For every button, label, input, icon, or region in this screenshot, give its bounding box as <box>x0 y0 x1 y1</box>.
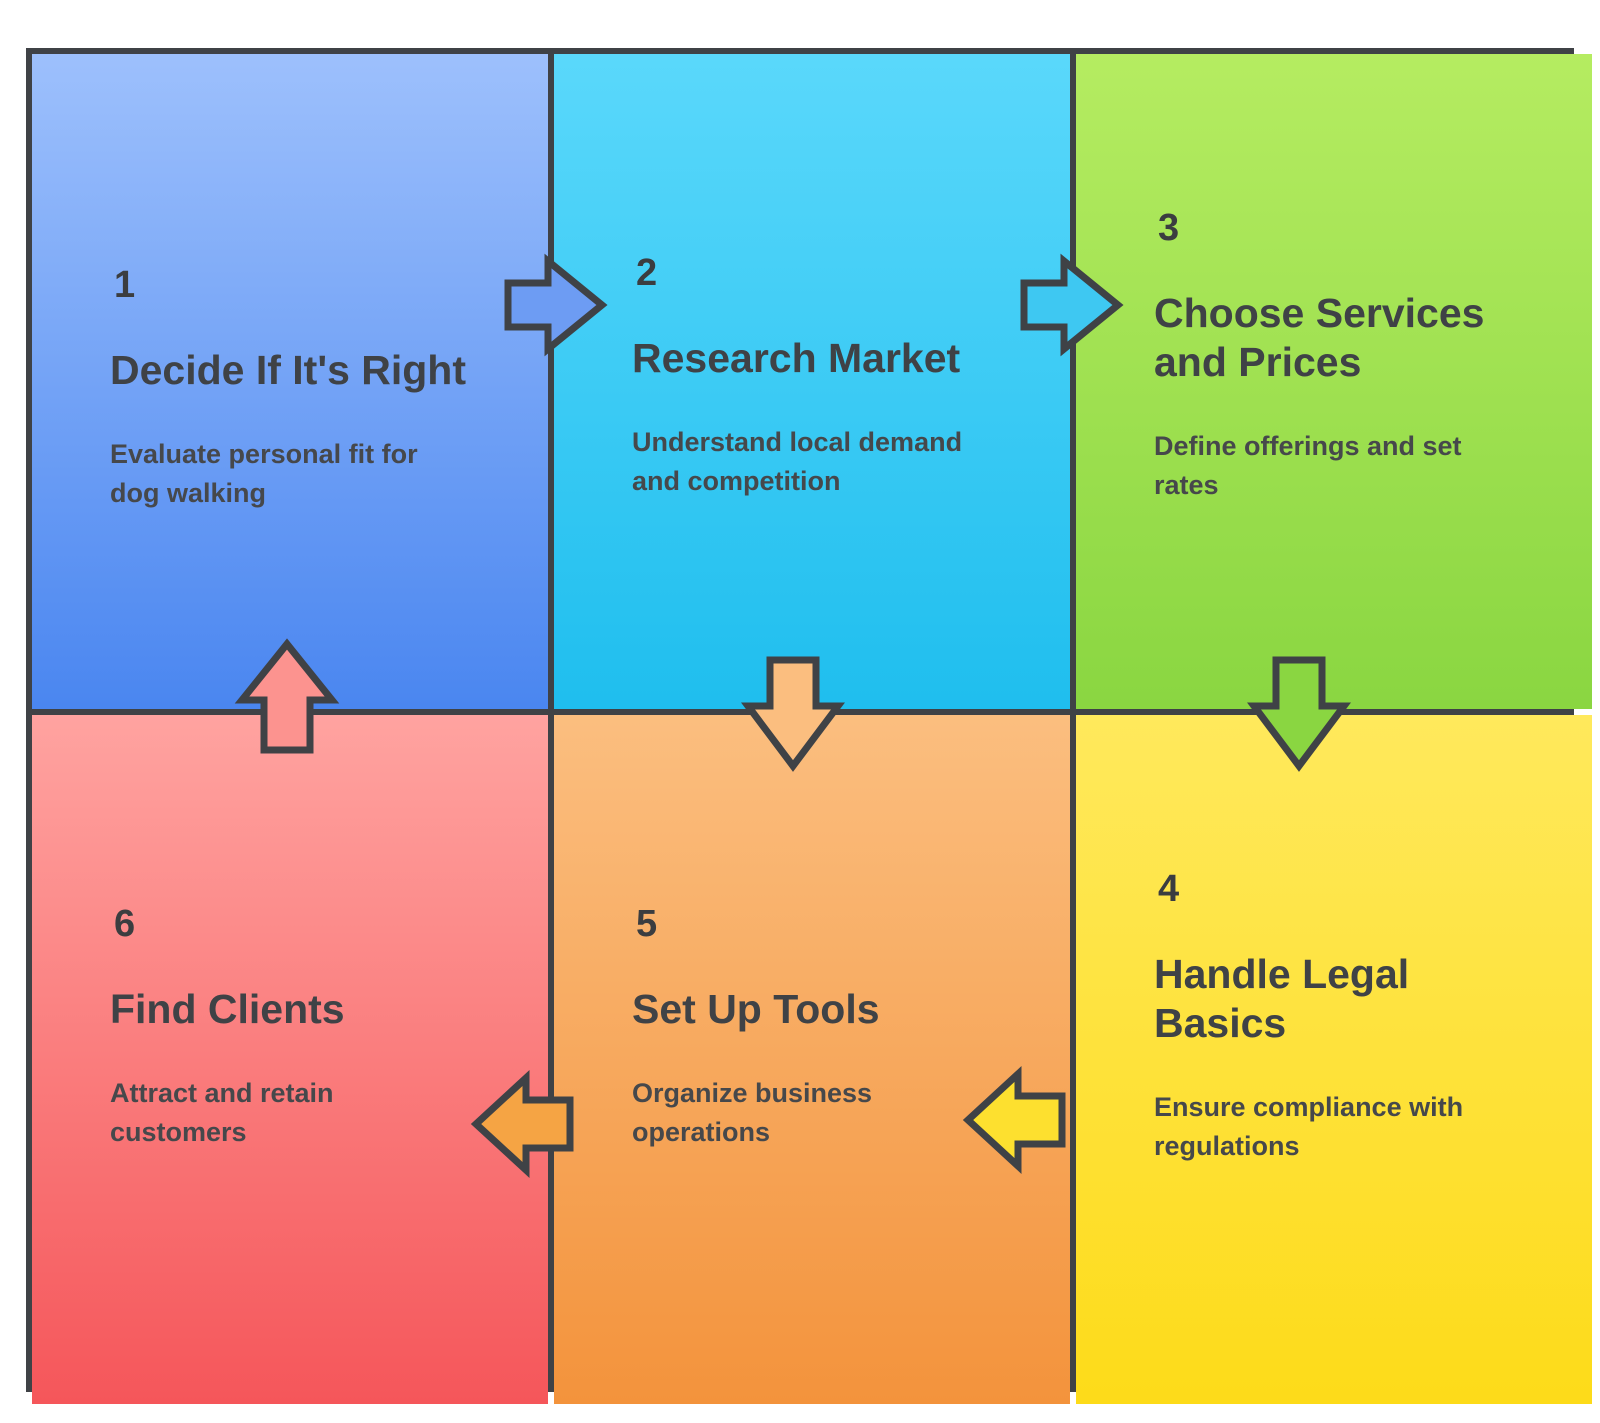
step-1-description: Evaluate personal fit for dog walking <box>110 439 418 508</box>
step-3-title: Choose Services and Prices <box>1154 290 1485 386</box>
process-step-6[interactable]: 6 Find Clients Attract and retain custom… <box>32 715 548 1404</box>
step-1-title: Decide If It's Right <box>110 347 467 393</box>
step-3-number: 3 <box>1158 207 1180 249</box>
step-5-number: 5 <box>636 903 658 945</box>
process-step-1[interactable]: 1 Decide If It's Right Evaluate personal… <box>32 54 548 709</box>
step-2-title: Research Market <box>632 335 961 381</box>
process-step-5[interactable]: 5 Set Up Tools Organize business operati… <box>554 715 1070 1404</box>
step-4-number: 4 <box>1158 868 1180 910</box>
step-6-number: 6 <box>114 903 136 945</box>
step-2-description: Understand local demand and competition <box>632 427 963 496</box>
step-4-title: Handle Legal Basics <box>1154 951 1410 1047</box>
step-5-title: Set Up Tools <box>632 986 880 1032</box>
process-step-4[interactable]: 4 Handle Legal Basics Ensure compliance … <box>1076 715 1592 1404</box>
process-step-2[interactable]: 2 Research Market Understand local deman… <box>554 54 1070 709</box>
step-6-description: Attract and retain customers <box>110 1078 334 1147</box>
step-6-title: Find Clients <box>110 986 345 1032</box>
process-step-3[interactable]: 3 Choose Services and Prices Define offe… <box>1076 54 1592 709</box>
step-5-description: Organize business operations <box>632 1078 873 1147</box>
step-1-number: 1 <box>114 264 136 306</box>
step-2-number: 2 <box>636 252 658 294</box>
process-grid: 1 Decide If It's Right Evaluate personal… <box>26 48 1592 1404</box>
step-3-description: Define offerings and set rates <box>1154 431 1462 500</box>
step-4-description: Ensure compliance with regulations <box>1154 1092 1464 1161</box>
